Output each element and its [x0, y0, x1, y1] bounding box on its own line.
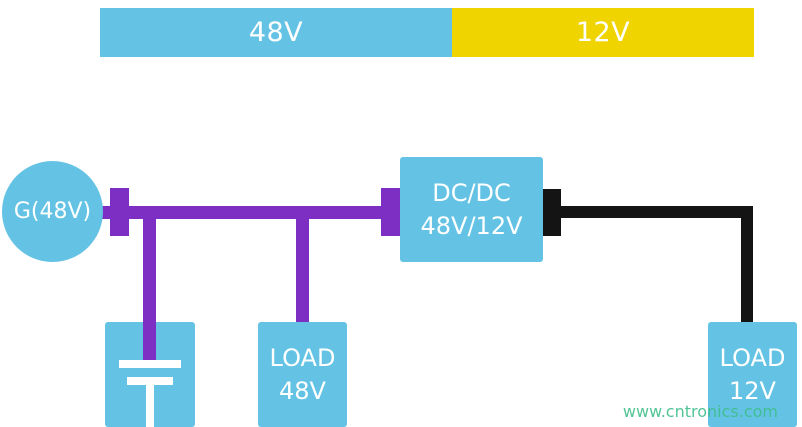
legend-48v-segment: 48V	[100, 8, 452, 57]
capacitor-plate-top-icon	[119, 360, 181, 368]
load48-label-line1: LOAD	[269, 344, 336, 373]
wire-to-capacitor	[143, 212, 156, 362]
load48-label-line2: 48V	[279, 376, 326, 405]
dcdc-converter-box: DC/DC 48V/12V	[400, 157, 543, 262]
watermark: www.cntronics.com	[622, 402, 778, 421]
dcdc-input-connector	[381, 188, 400, 236]
generator-bus-connector	[110, 188, 129, 236]
legend-12v-segment: 12V	[452, 8, 754, 57]
load12-label-line1: LOAD	[719, 344, 786, 373]
wire-12v-vertical	[741, 206, 753, 323]
generator-node: G(48V)	[2, 161, 103, 262]
bus-48v-wire	[100, 206, 392, 219]
load-12v-box: LOAD 12V	[708, 322, 797, 427]
legend-12v-label: 12V	[575, 17, 631, 48]
wire-12v-horizontal	[561, 206, 753, 218]
capacitor-lead-icon	[146, 385, 154, 427]
dcdc-label-line2: 48V/12V	[420, 211, 523, 240]
capacitor-plate-bottom-icon	[127, 377, 173, 385]
load-48v-box: LOAD 48V	[258, 322, 347, 427]
wire-to-load-48v	[296, 212, 309, 323]
legend-48v-label: 48V	[248, 17, 304, 48]
voltage-legend-bar: 48V 12V	[100, 8, 754, 57]
dcdc-output-connector	[543, 189, 561, 236]
load12-label-line2: 12V	[729, 376, 776, 405]
generator-label: G(48V)	[13, 199, 92, 224]
dcdc-label-line1: DC/DC	[432, 179, 511, 208]
